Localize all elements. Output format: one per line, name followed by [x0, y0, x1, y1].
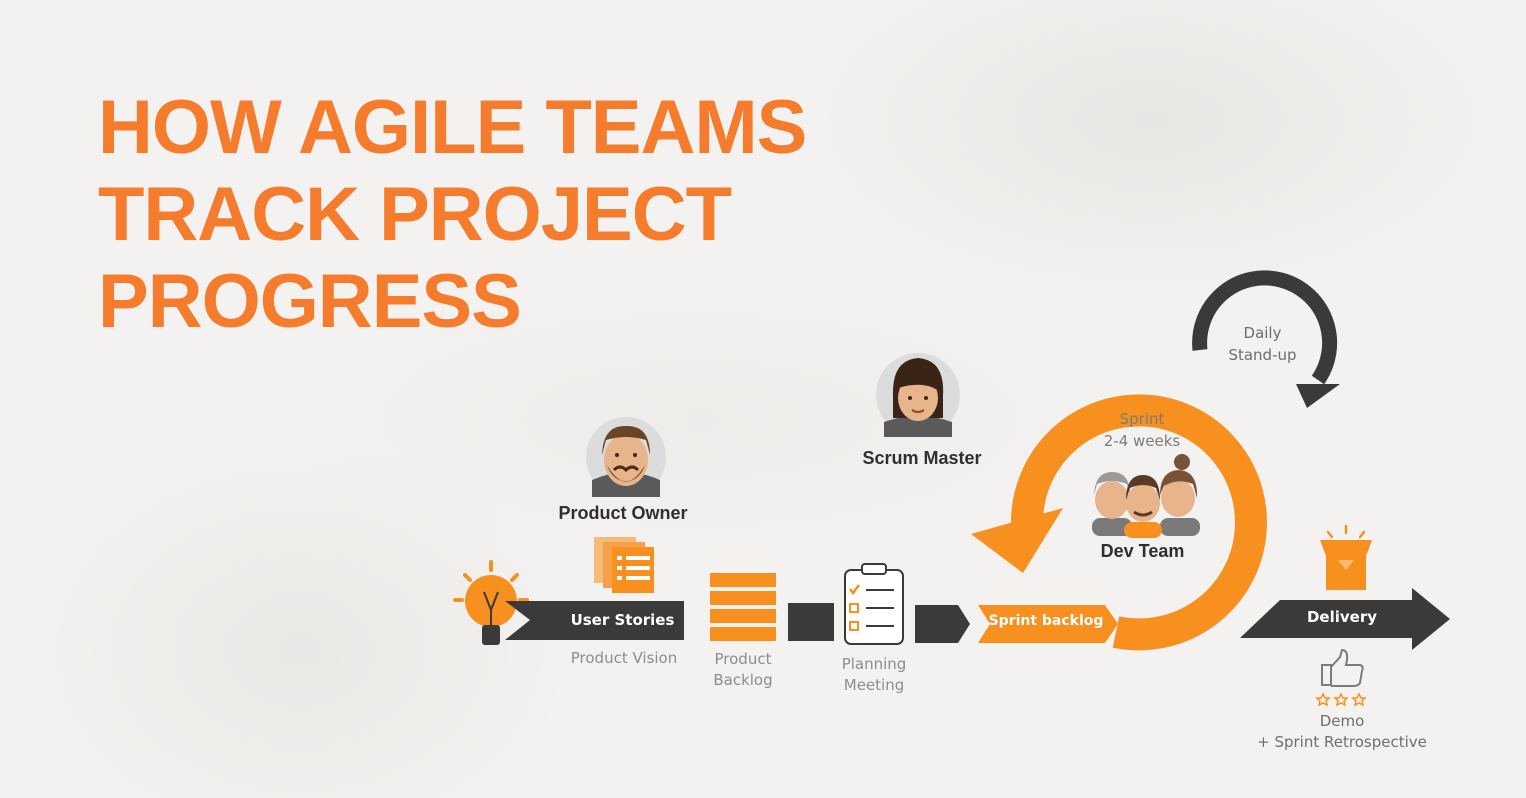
sprint-label: Sprint 2-4 weeks: [1092, 408, 1192, 452]
product-vision-label: Product Vision: [570, 649, 678, 667]
title-line-2: TRACK PROJECT: [98, 172, 732, 257]
demo-retrospective-label: Demo + Sprint Retrospective: [1252, 711, 1432, 753]
daily-standup-label: Daily Stand-up: [1215, 322, 1310, 366]
product-backlog-line-1: Product: [714, 650, 772, 668]
page-title: HOW AGILE TEAMS TRACK PROJECT PROGRESS: [98, 84, 807, 345]
sprint-label-line-1: Sprint: [1119, 410, 1165, 428]
user-stories-docs-icon: [594, 537, 654, 593]
planning-meeting-line-1: Planning: [841, 655, 907, 673]
demo-line-1: Demo: [1319, 712, 1365, 730]
to-sprint-arrow: [915, 605, 970, 643]
user-stories-label: User Stories: [570, 611, 675, 629]
scrum-master-avatar: [876, 353, 960, 437]
scrum-master-label: Scrum Master: [862, 448, 982, 468]
sprint-cycle-arrow: [971, 394, 1267, 651]
daily-standup-line-1: Daily: [1243, 324, 1282, 342]
backlog-stack-icon: [710, 573, 776, 641]
demo-line-2: + Sprint Retrospective: [1257, 733, 1427, 751]
delivery-arrow: [1240, 588, 1450, 650]
sprint-backlog-label: Sprint backlog: [988, 613, 1104, 629]
lightbulb-icon: [453, 560, 529, 645]
connector-bar: [788, 603, 834, 641]
title-line-3: PROGRESS: [98, 259, 522, 344]
daily-standup-line-2: Stand-up: [1228, 346, 1297, 364]
rating-stars-icon: [1315, 692, 1367, 707]
dev-team-avatars: [1092, 454, 1200, 538]
user-stories-arrow: [505, 601, 684, 640]
product-backlog-label: Product Backlog: [698, 649, 788, 691]
planning-meeting-label: Planning Meeting: [828, 654, 920, 696]
daily-standup-loop-icon: [1192, 270, 1340, 408]
product-backlog-line-2: Backlog: [713, 671, 773, 689]
planning-meeting-line-2: Meeting: [843, 676, 905, 694]
sprint-label-line-2: 2-4 weeks: [1103, 432, 1181, 450]
title-line-1: HOW AGILE TEAMS: [98, 85, 807, 170]
product-owner-label: Product Owner: [558, 503, 688, 523]
delivery-box-icon: [1320, 524, 1372, 590]
thumbs-up-icon: [1321, 648, 1364, 687]
sprint-backlog-arrow: [978, 605, 1118, 643]
product-owner-avatar: [586, 417, 666, 497]
planning-clipboard-icon: [844, 563, 904, 645]
delivery-label: Delivery: [1306, 608, 1378, 626]
dev-team-label: Dev Team: [1100, 541, 1185, 561]
